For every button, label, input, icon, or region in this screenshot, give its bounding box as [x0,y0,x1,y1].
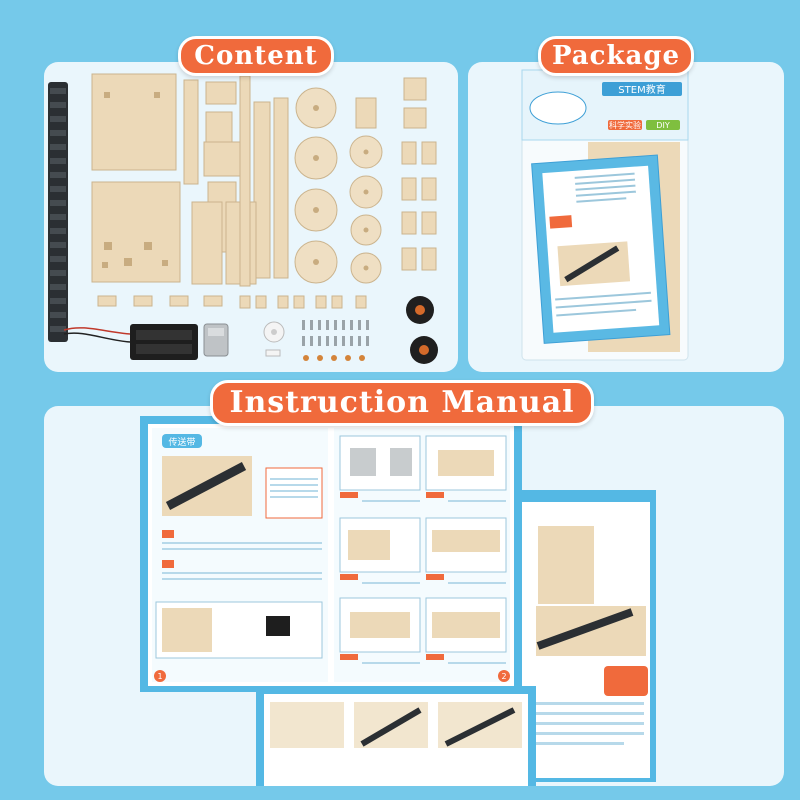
package-panel: STEM教育 科学实验 DIY [468,62,784,372]
page-number-right: 2 [501,672,506,681]
manual-page-title: 传送带 [168,436,195,448]
manual-page-back [514,490,656,782]
kit-parts-photo [48,73,438,364]
package-bag-photo: STEM教育 科学实验 DIY [521,69,689,361]
content-panel [44,62,458,372]
bag-header-text: STEM教育 [618,83,665,96]
board-holes [102,92,168,268]
bag-diy-badge: DIY [656,121,670,130]
disc-holes [313,105,369,271]
dc-motor [203,323,229,357]
manual-pages-photo: 传送带 1 [140,416,656,786]
package-label: Package [538,36,694,76]
manual-page-bottom [256,686,536,786]
manual-page-front: 传送带 1 [140,416,522,692]
nuts [303,355,365,361]
wood-boards [91,73,289,287]
screws [302,320,369,346]
bag-manual-booklet [531,154,671,344]
manual-panel: 传送带 1 [44,406,784,786]
black-wheels [406,296,438,364]
instruction-manual-label: Instruction Manual [210,380,594,426]
battery-holder [63,324,198,360]
bag-brand-text: 科学实验 [609,120,641,130]
small-brackets [97,77,437,309]
conveyor-track [48,82,68,342]
page-number-left: 1 [157,672,162,681]
gear [263,321,285,357]
content-label: Content [178,36,334,76]
